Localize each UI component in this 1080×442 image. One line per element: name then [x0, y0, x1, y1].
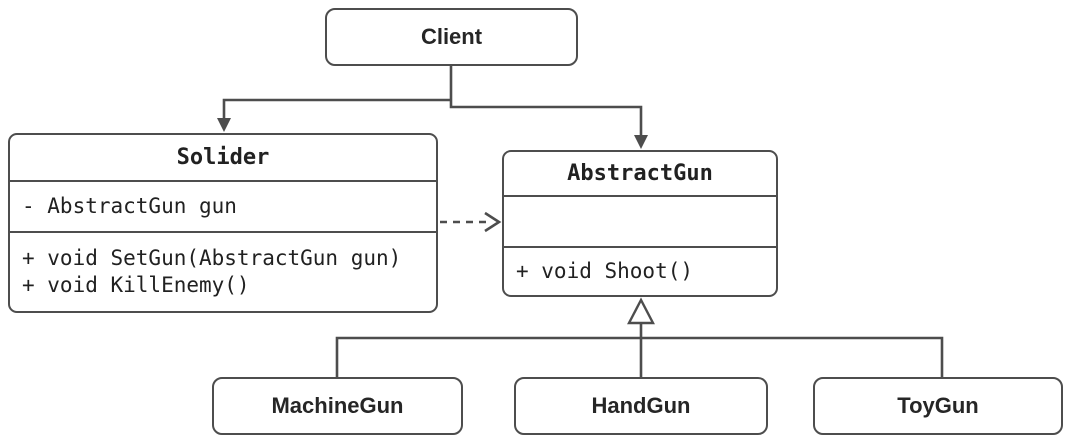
- node-machinegun-label: MachineGun: [271, 393, 404, 418]
- node-handgun: HandGun: [514, 377, 768, 435]
- node-client-label: Client: [420, 24, 483, 49]
- client-to-solider-connector: [222, 98, 451, 120]
- inheritance-bus-connector: [335, 336, 944, 377]
- abstractgun-class-title: AbstractGun: [504, 152, 776, 197]
- solider-method: + void SetGun(AbstractGun gun): [22, 246, 402, 270]
- inheritance-hollow-triangle-icon: [627, 297, 655, 325]
- node-toygun: ToyGun: [813, 377, 1063, 435]
- abstractgun-method: + void Shoot(): [516, 259, 694, 283]
- node-abstractgun: AbstractGun + void Shoot(): [502, 150, 778, 297]
- abstractgun-methods-section: + void Shoot(): [504, 248, 776, 295]
- node-toygun-label: ToyGun: [897, 393, 979, 418]
- node-handgun-label: HandGun: [591, 393, 691, 418]
- solider-method: + void KillEnemy(): [22, 273, 250, 297]
- abstractgun-fields-section: [504, 197, 776, 248]
- node-machinegun: MachineGun: [212, 377, 463, 435]
- node-client: Client: [325, 8, 578, 66]
- solider-methods-section: + void SetGun(AbstractGun gun) + void Ki…: [10, 233, 436, 311]
- dependency-open-arrowhead-icon: [484, 211, 502, 233]
- client-to-abstractgun-arrowhead-icon: [634, 135, 648, 149]
- client-to-abstractgun-connector: [449, 66, 643, 137]
- node-solider: Solider - AbstractGun gun + void SetGun(…: [8, 133, 438, 313]
- solider-class-title: Solider: [10, 135, 436, 182]
- client-to-solider-arrowhead-icon: [217, 118, 231, 132]
- solider-fields-section: - AbstractGun gun: [10, 182, 436, 233]
- solider-field: - AbstractGun gun: [22, 194, 237, 218]
